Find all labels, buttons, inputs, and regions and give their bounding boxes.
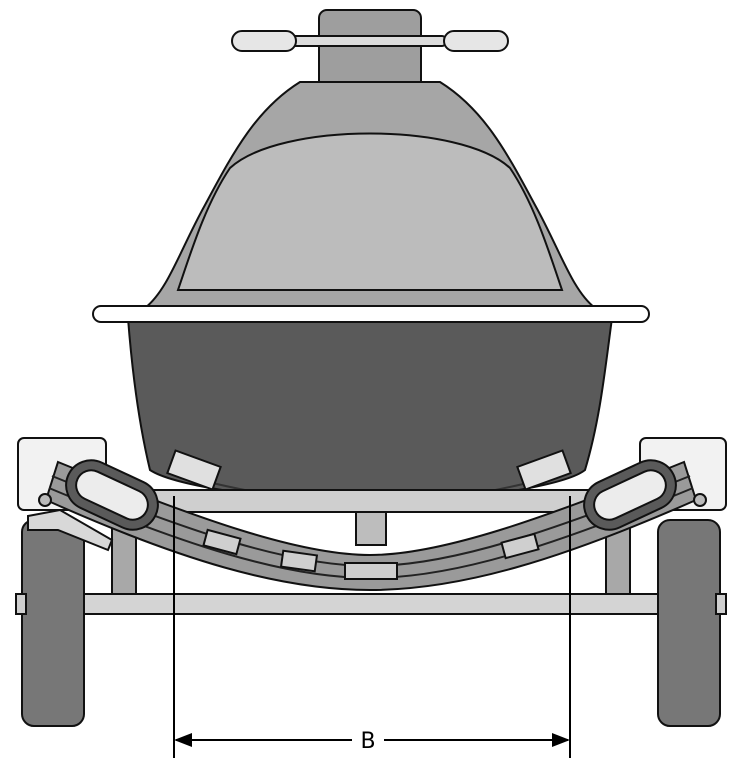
right-hub — [715, 593, 727, 615]
bunk-pad — [344, 562, 398, 580]
right-wheel — [657, 519, 721, 727]
right-hull-pad — [516, 449, 572, 491]
left-handlebar-grip — [231, 30, 297, 52]
gunwale-rail — [92, 305, 650, 323]
right-guide-roller-insert — [593, 469, 667, 521]
right-bracket-bolt — [693, 493, 707, 507]
dimension-label: B — [360, 729, 375, 754]
left-wheel — [21, 519, 85, 727]
dimension-left-arrowhead — [174, 733, 192, 747]
left-hub — [15, 593, 27, 615]
bunk-pad — [279, 549, 319, 573]
watercraft — [92, 9, 650, 514]
seat — [176, 132, 564, 291]
steering-column — [318, 9, 422, 91]
left-guide-roller-insert — [75, 469, 149, 521]
axle-tube — [83, 593, 659, 615]
bunk-pad — [202, 528, 242, 556]
right-handlebar-grip — [443, 30, 509, 52]
trailer — [15, 437, 727, 727]
bunk-pad — [500, 532, 540, 560]
dimension-right-arrowhead — [552, 733, 570, 747]
dimension-b: B — [173, 496, 571, 758]
left-mounting-bracket — [27, 508, 114, 552]
handlebar-shaft — [284, 35, 446, 47]
left-hull-pad — [166, 449, 222, 491]
left-bracket-bolt — [38, 493, 52, 507]
